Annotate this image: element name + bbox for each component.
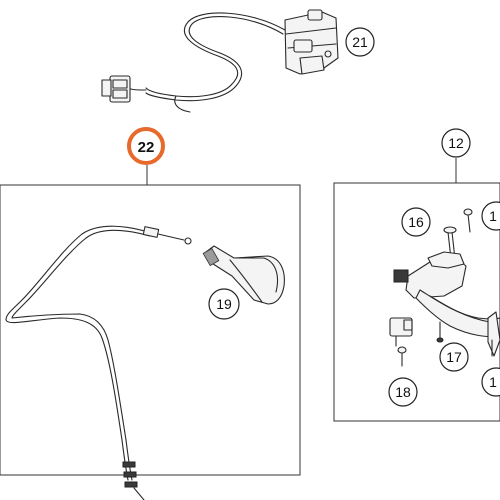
callout-1-top[interactable]: 1 (481, 201, 500, 231)
part-19-hand-guard[interactable] (202, 245, 285, 305)
callout-22-highlighted[interactable]: 22 (127, 127, 165, 165)
part-22-group-frame (0, 184, 301, 476)
callout-19[interactable]: 19 (208, 288, 240, 320)
part-18-switch[interactable] (389, 317, 413, 367)
svg-text:19: 19 (216, 296, 232, 312)
callout-12[interactable]: 12 (441, 128, 471, 158)
part-22-cable[interactable] (5, 225, 192, 500)
callout-21[interactable]: 21 (345, 27, 375, 57)
svg-text:12: 12 (448, 135, 464, 151)
callout-17[interactable]: 17 (439, 342, 469, 372)
part-12-group-frame (333, 182, 500, 422)
svg-text:1: 1 (489, 208, 497, 224)
callout-18[interactable]: 18 (388, 377, 418, 407)
svg-text:18: 18 (395, 384, 411, 400)
callout-1-bottom[interactable]: 1 (481, 367, 500, 397)
svg-text:1: 1 (489, 374, 497, 390)
svg-text:17: 17 (446, 349, 462, 365)
part-21-handlebar-switch[interactable] (101, 9, 339, 113)
svg-text:22: 22 (138, 139, 155, 156)
svg-text:21: 21 (352, 34, 368, 50)
callout-16[interactable]: 16 (401, 207, 431, 237)
svg-text:16: 16 (408, 214, 424, 230)
part-12-clutch-lever[interactable] (393, 208, 500, 357)
